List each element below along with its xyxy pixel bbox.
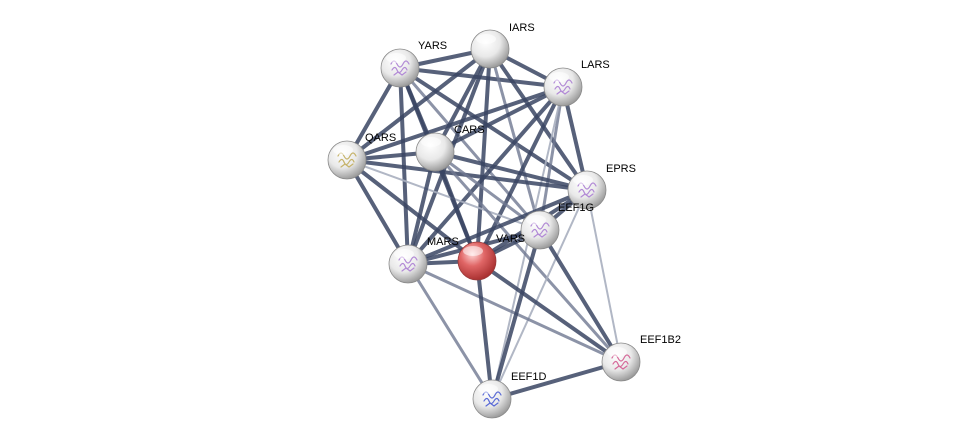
edge-iars-cars[interactable] [433,47,492,154]
node-highlight [607,347,627,357]
node-label-iars: IARS [509,22,535,34]
edge-cars-eprs[interactable] [433,150,589,192]
edge-yars-lars[interactable] [398,66,565,89]
edge-iars-qars[interactable] [345,47,492,162]
edge-yars-eef1g[interactable] [398,66,542,232]
node-eprs[interactable]: EPRS [567,163,636,210]
node-highlight [549,72,569,82]
node-highlight [394,249,414,259]
node-label-eprs: EPRS [606,163,636,175]
edge-eef1g-eef1d[interactable] [490,228,542,401]
node-highlight [333,145,353,155]
edge-eprs-eef1d[interactable] [491,189,588,400]
node-label-lars: LARS [581,59,610,71]
edges-layer [345,47,623,401]
node-label-eef1g: EEF1G [558,202,594,214]
edge-lars-cars[interactable] [433,85,565,154]
node-highlight [526,215,546,225]
edge-cars-eef1b2[interactable] [433,150,623,364]
edge-lars-qars[interactable] [345,85,565,162]
node-iars[interactable]: IARS [470,22,535,69]
edge-vars-eef1d[interactable] [475,259,494,401]
edge-eef1g-eef1b2[interactable] [538,228,623,364]
edge-mars-eef1d[interactable] [406,262,494,401]
node-qars[interactable]: QARS [327,132,396,180]
node-yars[interactable]: YARS [380,40,447,88]
edge-eef1b2-eef1d[interactable] [490,360,623,401]
node-highlight [386,53,406,63]
nodes-layer: YARS IARS LARS QARS CARS EPRS EEF1G MARS VARS EEF… [327,22,681,419]
node-lars[interactable]: LARS [543,59,610,107]
node-mars[interactable]: MARS [388,236,459,284]
edge-cars-vars[interactable] [433,150,479,263]
node-eef1d[interactable]: EEF1D [472,371,547,419]
edge-qars-mars[interactable] [345,158,410,266]
node-label-cars: CARS [454,124,485,136]
edge-iars-eprs[interactable] [488,47,589,192]
edge-iars-vars[interactable] [475,47,492,263]
node-cars[interactable]: CARS [415,124,485,172]
edge-yars-eprs[interactable] [398,66,589,192]
node-eef1b2[interactable]: EEF1B2 [601,334,681,382]
node-label-yars: YARS [418,40,447,52]
node-highlight [476,34,496,44]
node-label-qars: QARS [365,132,396,144]
node-highlight [573,175,593,185]
node-highlight [421,137,441,147]
edge-vars-eef1b2[interactable] [475,259,623,364]
node-highlight [463,246,483,256]
edge-eprs-eef1b2[interactable] [586,189,622,363]
node-label-mars: MARS [427,236,459,248]
edge-eprs-mars[interactable] [406,188,589,266]
node-vars[interactable]: VARS [457,233,525,281]
node-label-eef1b2: EEF1B2 [640,334,681,346]
node-label-vars: VARS [496,233,525,245]
node-eef1g[interactable]: EEF1G [520,202,594,250]
edge-qars-eef1g[interactable] [346,159,541,231]
node-label-eef1d: EEF1D [511,371,547,383]
node-highlight [478,384,498,394]
